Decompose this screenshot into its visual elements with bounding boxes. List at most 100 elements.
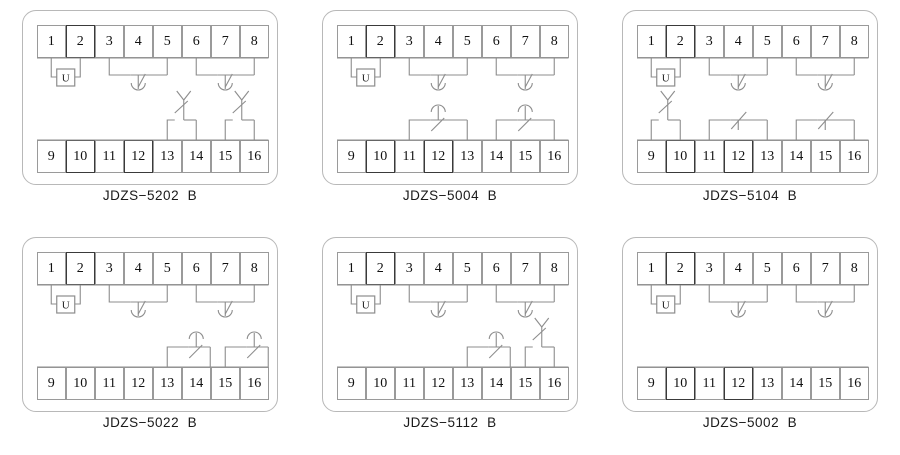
terminal-1[interactable]: 1 bbox=[37, 252, 66, 285]
terminal-7[interactable]: 7 bbox=[211, 252, 240, 285]
terminal-8[interactable]: 8 bbox=[240, 252, 269, 285]
terminal-7[interactable]: 7 bbox=[811, 252, 840, 285]
terminal-2[interactable]: 2 bbox=[66, 252, 95, 285]
terminal-9[interactable]: 9 bbox=[337, 140, 366, 173]
terminal-3[interactable]: 3 bbox=[695, 25, 724, 58]
terminal-8[interactable]: 8 bbox=[540, 25, 569, 58]
terminal-14[interactable]: 14 bbox=[782, 367, 811, 400]
terminal-10[interactable]: 10 bbox=[366, 140, 395, 173]
terminal-13[interactable]: 13 bbox=[153, 367, 182, 400]
terminal-16[interactable]: 16 bbox=[240, 367, 269, 400]
terminal-10[interactable]: 10 bbox=[66, 367, 95, 400]
terminal-4[interactable]: 4 bbox=[124, 25, 153, 58]
terminal-14[interactable]: 14 bbox=[782, 140, 811, 173]
terminal-15[interactable]: 15 bbox=[211, 140, 240, 173]
terminal-16[interactable]: 16 bbox=[840, 367, 869, 400]
terminal-9[interactable]: 9 bbox=[37, 367, 66, 400]
terminal-6[interactable]: 6 bbox=[482, 25, 511, 58]
terminal-5[interactable]: 5 bbox=[453, 25, 482, 58]
terminal-2[interactable]: 2 bbox=[666, 25, 695, 58]
terminal-14[interactable]: 14 bbox=[482, 367, 511, 400]
terminal-13[interactable]: 13 bbox=[153, 140, 182, 173]
terminal-9[interactable]: 9 bbox=[637, 140, 666, 173]
terminal-11[interactable]: 11 bbox=[395, 140, 424, 173]
terminal-14[interactable]: 14 bbox=[182, 367, 211, 400]
terminal-3[interactable]: 3 bbox=[95, 25, 124, 58]
terminal-4[interactable]: 4 bbox=[724, 252, 753, 285]
terminal-2[interactable]: 2 bbox=[366, 25, 395, 58]
terminal-14[interactable]: 14 bbox=[482, 140, 511, 173]
terminal-1[interactable]: 1 bbox=[337, 25, 366, 58]
terminal-2[interactable]: 2 bbox=[666, 252, 695, 285]
terminal-10[interactable]: 10 bbox=[366, 367, 395, 400]
terminal-6[interactable]: 6 bbox=[482, 252, 511, 285]
terminal-3[interactable]: 3 bbox=[95, 252, 124, 285]
terminal-12[interactable]: 12 bbox=[424, 140, 453, 173]
terminal-15[interactable]: 15 bbox=[811, 367, 840, 400]
terminal-7[interactable]: 7 bbox=[811, 25, 840, 58]
terminal-6[interactable]: 6 bbox=[182, 252, 211, 285]
terminal-8[interactable]: 8 bbox=[840, 25, 869, 58]
terminal-7[interactable]: 7 bbox=[211, 25, 240, 58]
terminal-9[interactable]: 9 bbox=[37, 140, 66, 173]
terminal-16[interactable]: 16 bbox=[540, 367, 569, 400]
terminal-6[interactable]: 6 bbox=[782, 252, 811, 285]
terminal-8[interactable]: 8 bbox=[540, 252, 569, 285]
terminal-6[interactable]: 6 bbox=[782, 25, 811, 58]
terminal-5[interactable]: 5 bbox=[753, 252, 782, 285]
terminal-5[interactable]: 5 bbox=[153, 25, 182, 58]
terminal-7[interactable]: 7 bbox=[511, 25, 540, 58]
terminal-11[interactable]: 11 bbox=[95, 140, 124, 173]
terminal-8[interactable]: 8 bbox=[840, 252, 869, 285]
terminal-10[interactable]: 10 bbox=[66, 140, 95, 173]
terminal-16[interactable]: 16 bbox=[240, 140, 269, 173]
terminal-7[interactable]: 7 bbox=[511, 252, 540, 285]
terminal-10[interactable]: 10 bbox=[666, 367, 695, 400]
terminal-3[interactable]: 3 bbox=[395, 252, 424, 285]
terminal-4[interactable]: 4 bbox=[724, 25, 753, 58]
terminal-10[interactable]: 10 bbox=[666, 140, 695, 173]
terminal-9[interactable]: 9 bbox=[337, 367, 366, 400]
terminal-13[interactable]: 13 bbox=[453, 140, 482, 173]
terminal-5[interactable]: 5 bbox=[753, 25, 782, 58]
terminal-8[interactable]: 8 bbox=[240, 25, 269, 58]
terminal-13[interactable]: 13 bbox=[453, 367, 482, 400]
terminal-9[interactable]: 9 bbox=[637, 367, 666, 400]
terminal-12[interactable]: 12 bbox=[724, 367, 753, 400]
terminal-1[interactable]: 1 bbox=[37, 25, 66, 58]
terminal-15[interactable]: 15 bbox=[211, 367, 240, 400]
terminal-2[interactable]: 2 bbox=[66, 25, 95, 58]
terminal-6[interactable]: 6 bbox=[182, 25, 211, 58]
terminal-12[interactable]: 12 bbox=[724, 140, 753, 173]
terminal-11[interactable]: 11 bbox=[695, 140, 724, 173]
terminal-11[interactable]: 11 bbox=[695, 367, 724, 400]
terminal-15[interactable]: 15 bbox=[811, 140, 840, 173]
terminal-1[interactable]: 1 bbox=[637, 25, 666, 58]
terminal-12[interactable]: 12 bbox=[124, 140, 153, 173]
terminal-1[interactable]: 1 bbox=[337, 252, 366, 285]
terminal-16[interactable]: 16 bbox=[540, 140, 569, 173]
terminal-12[interactable]: 12 bbox=[424, 367, 453, 400]
terminal-1[interactable]: 1 bbox=[637, 252, 666, 285]
terminal-3[interactable]: 3 bbox=[395, 25, 424, 58]
terminal-16[interactable]: 16 bbox=[840, 140, 869, 173]
terminal-13[interactable]: 13 bbox=[753, 367, 782, 400]
terminal-11[interactable]: 11 bbox=[395, 367, 424, 400]
terminal-4[interactable]: 4 bbox=[424, 252, 453, 285]
terminal-14[interactable]: 14 bbox=[182, 140, 211, 173]
terminal-13[interactable]: 13 bbox=[753, 140, 782, 173]
terminal-15[interactable]: 15 bbox=[511, 140, 540, 173]
terminal-3[interactable]: 3 bbox=[695, 252, 724, 285]
terminal-15[interactable]: 15 bbox=[511, 367, 540, 400]
terminal-5[interactable]: 5 bbox=[153, 252, 182, 285]
terminal-2[interactable]: 2 bbox=[366, 252, 395, 285]
terminal-12[interactable]: 12 bbox=[124, 367, 153, 400]
terminal-4[interactable]: 4 bbox=[424, 25, 453, 58]
terminal-11[interactable]: 11 bbox=[95, 367, 124, 400]
terminal-4[interactable]: 4 bbox=[124, 252, 153, 285]
terminal-5[interactable]: 5 bbox=[453, 252, 482, 285]
